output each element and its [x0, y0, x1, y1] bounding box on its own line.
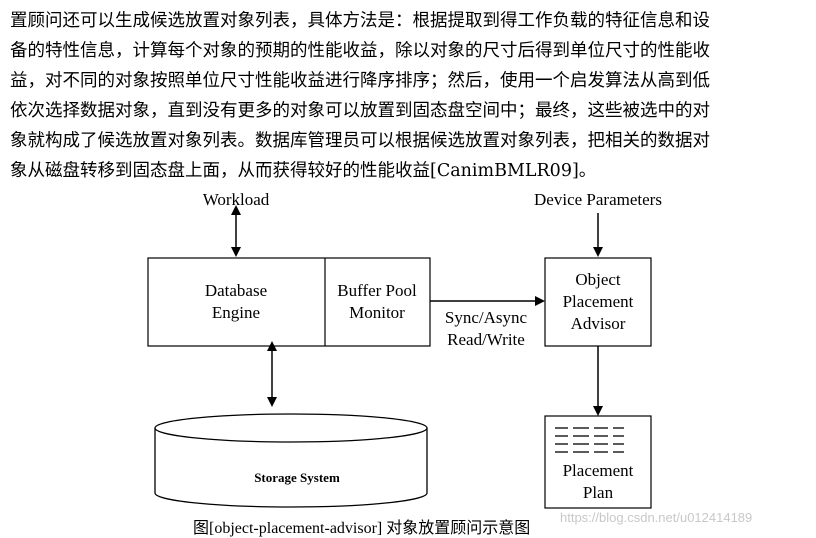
- figure-caption: 图[object-placement-advisor] 对象放置顾问示意图: [193, 520, 531, 537]
- storage-system-cylinder: [154, 413, 428, 508]
- paragraph-line: 象从磁盘转移到固态盘上面，从而获得较好的性能收益[CanimBMLR09]。: [10, 161, 597, 181]
- sync-async-label: Sync/Async: [445, 308, 528, 327]
- storage-system-label: Storage System: [254, 470, 340, 485]
- plan-document-icon: [555, 427, 624, 453]
- paragraph-line: 象就构成了候选放置对象列表。数据库管理员可以根据候选放置对象列表，把相关的数据对: [10, 131, 710, 151]
- database-engine-label-1: Database: [205, 281, 267, 300]
- object-placement-advisor-box: [544, 257, 652, 347]
- placement-plan-label-1: Placement: [563, 461, 634, 480]
- advisor-label-2: Placement: [563, 292, 634, 311]
- advisor-label-1: Object: [575, 270, 621, 289]
- watermark: https://blog.csdn.net/u012414189: [560, 510, 753, 525]
- paragraph-line: 备的特性信息，计算每个对象的预期的性能收益，除以对象的尺寸后得到单位尺寸的性能收: [10, 41, 710, 61]
- buffer-pool-monitor-label-1: Buffer Pool: [337, 281, 417, 300]
- read-write-label: Read/Write: [447, 330, 525, 349]
- body-paragraph: 置顾问还可以生成候选放置对象列表，具体方法是：根据提取到得工作负载的特征信息和设…: [10, 6, 810, 186]
- paragraph-line: 依次选择数据对象，直到没有更多的对象可以放置到固态盘空间中；最终，这些被选中的对: [10, 101, 710, 121]
- placement-plan-label-2: Plan: [583, 483, 614, 502]
- database-engine-label-2: Engine: [212, 303, 260, 322]
- buffer-pool-monitor-label-2: Monitor: [349, 303, 405, 322]
- workload-label: Workload: [203, 190, 270, 209]
- placement-plan-box: [544, 415, 652, 509]
- advisor-label-3: Advisor: [571, 314, 626, 333]
- paragraph-line: 益，对不同的对象按照单位尺寸性能收益进行降序排序；然后，使用一个启发算法从高到低: [10, 71, 710, 91]
- database-engine-box: [147, 257, 431, 347]
- paragraph-line: 置顾问还可以生成候选放置对象列表，具体方法是：根据提取到得工作负载的特征信息和设: [10, 11, 710, 31]
- device-parameters-label: Device Parameters: [534, 190, 662, 209]
